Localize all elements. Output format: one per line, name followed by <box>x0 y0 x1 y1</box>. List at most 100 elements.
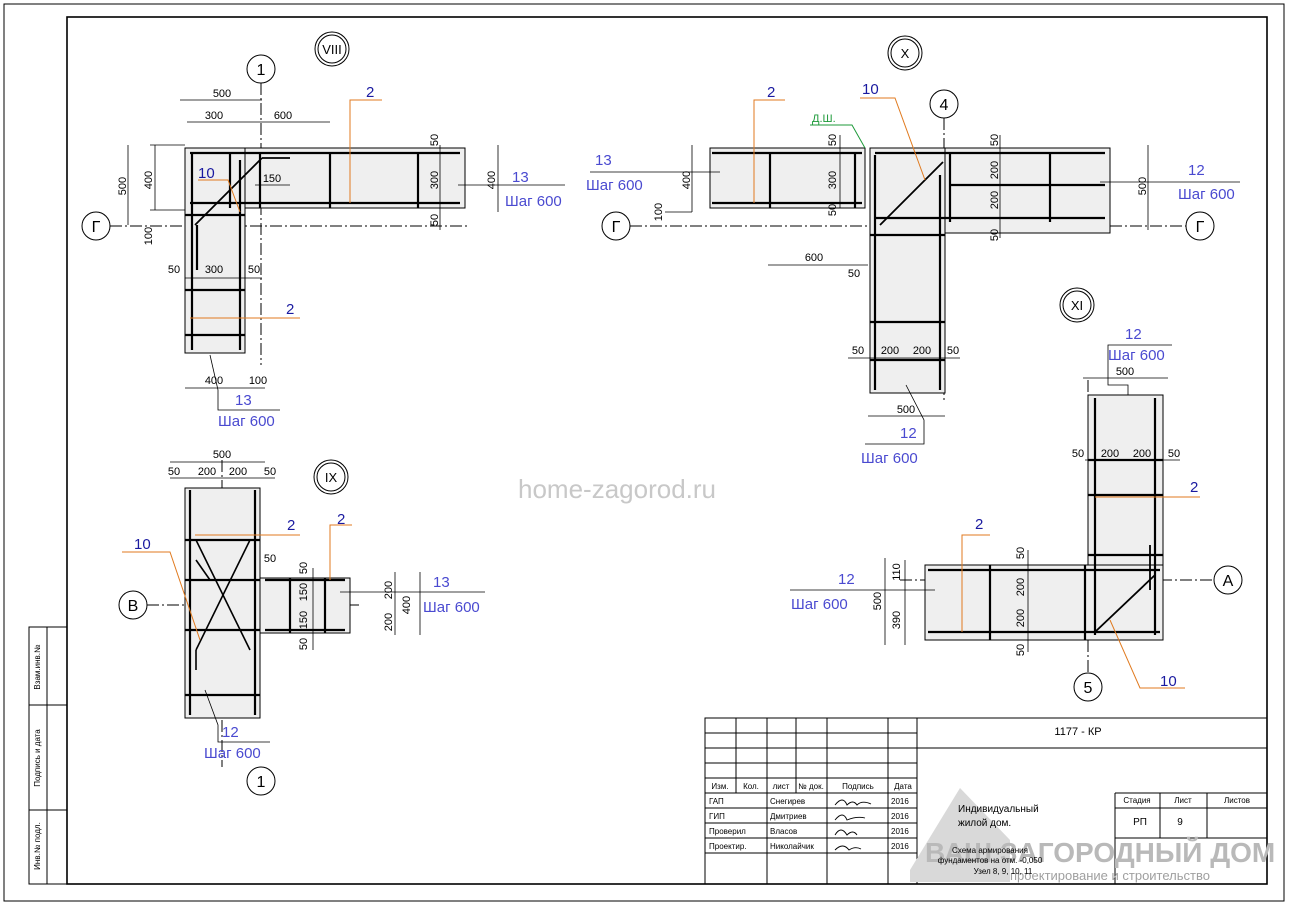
dim-viii-50a: 50 <box>168 264 180 276</box>
company-logo: ВАШ ЗАГОРОДНЫЙ ДОМ проектирование и стро… <box>910 788 1275 883</box>
list-value: 9 <box>1177 817 1183 828</box>
dim-viii-400-v: 400 <box>143 171 155 189</box>
dim-ix-150b: 150 <box>298 611 310 629</box>
row-name-2: Власов <box>770 827 797 836</box>
row-role-1: ГИП <box>709 812 725 821</box>
label-xi-10: 10 <box>1160 673 1177 690</box>
row-date-0: 2016 <box>891 797 909 806</box>
row-role-0: ГАП <box>709 797 724 806</box>
label-viii-13a: 13 <box>512 169 529 186</box>
axis-4: 4 <box>940 97 949 114</box>
dim-x-50c: 50 <box>848 268 860 280</box>
dim-xi-200a: 200 <box>1101 448 1119 460</box>
axis-v: В <box>128 598 139 615</box>
object-line-2: жилой дом. <box>958 818 1011 829</box>
node-xi-label: XI <box>1071 298 1083 313</box>
label-ix-13: 13 <box>433 574 450 591</box>
dim-x-50g: 50 <box>989 229 1001 241</box>
side-stamp <box>28 626 68 885</box>
dim-x-200a: 200 <box>881 345 899 357</box>
label-x-step-b: Шаг 600 <box>1178 186 1235 203</box>
label-ix-step-a: Шаг 600 <box>423 599 480 616</box>
dim-xi-50d: 50 <box>1015 644 1027 656</box>
dim-viii-300c: 300 <box>429 171 441 189</box>
row-role-3: Проектир. <box>709 842 747 851</box>
dim-x-300: 300 <box>827 171 839 189</box>
dim-ix-400: 400 <box>401 596 413 614</box>
label-viii-2b: 2 <box>286 301 294 318</box>
dim-viii-300b: 300 <box>205 264 223 276</box>
dim-x-50f: 50 <box>989 134 1001 146</box>
dim-ix-200b: 200 <box>229 466 247 478</box>
node-viii-label: VIII <box>322 42 342 57</box>
label-viii-2a: 2 <box>366 84 374 101</box>
label-x-2: 2 <box>767 84 775 101</box>
axis-g-x-left: Г <box>612 219 621 236</box>
node-viii: VIII 1 Г 500 300 <box>81 31 565 430</box>
label-ix-2a: 2 <box>287 517 295 534</box>
label-viii-10: 10 <box>198 165 215 182</box>
dim-x-200c: 200 <box>989 161 1001 179</box>
dim-xi-500b: 500 <box>872 592 884 610</box>
row-date-3: 2016 <box>891 842 909 851</box>
label-x-step-c: Шаг 600 <box>861 450 918 467</box>
dim-xi-200b: 200 <box>1133 448 1151 460</box>
dim-ix-50c: 50 <box>264 553 276 565</box>
col-data: Дата <box>894 782 912 791</box>
stage-header: Стадия <box>1123 796 1150 805</box>
dim-x-50d: 50 <box>852 345 864 357</box>
dim-viii-100-v: 100 <box>143 227 155 245</box>
logo-line-2: проектирование и строительство <box>1010 868 1210 883</box>
sheet-line-1: Схема армирования <box>952 846 1028 855</box>
watermark: home-zagorod.ru <box>518 474 716 504</box>
lists-header: Листов <box>1224 796 1250 805</box>
label-xi-12a: 12 <box>1125 326 1142 343</box>
dim-viii-50b: 50 <box>248 264 260 276</box>
dim-x-500b: 500 <box>1137 177 1149 195</box>
dim-xi-200d: 200 <box>1015 609 1027 627</box>
dim-viii-300: 300 <box>205 110 223 122</box>
dim-x-400: 400 <box>681 171 693 189</box>
dim-x-100: 100 <box>653 203 665 221</box>
col-kol: Кол. <box>743 782 759 791</box>
label-ix-2b: 2 <box>337 511 345 528</box>
project-code: 1177 - КР <box>1054 726 1101 738</box>
node-ix-label: IX <box>325 470 338 485</box>
dim-viii-150: 150 <box>263 173 281 185</box>
title-block <box>704 717 1268 885</box>
outer-border <box>3 3 1285 902</box>
dim-x-200d: 200 <box>989 191 1001 209</box>
col-list: лист <box>773 782 790 791</box>
sheet-line-2: фундаментов на отм. -0,050 <box>938 856 1043 865</box>
label-ix-step-b: Шаг 600 <box>204 745 261 762</box>
dim-viii-500: 500 <box>213 88 231 100</box>
dim-viii-400c: 400 <box>486 171 498 189</box>
label-xi-2a: 2 <box>1190 479 1198 496</box>
axis-1-top: 1 <box>257 62 266 79</box>
label-xi-step-a: Шаг 600 <box>1108 347 1165 364</box>
dim-ix-150a: 150 <box>298 583 310 601</box>
label-xi-2b: 2 <box>975 516 983 533</box>
dim-viii-100: 100 <box>249 375 267 387</box>
dim-xi-110: 110 <box>891 563 903 581</box>
axis-a: А <box>1223 573 1234 590</box>
col-izm: Изм. <box>711 782 728 791</box>
label-viii-step-b: Шаг 600 <box>218 413 275 430</box>
label-x-step-a: Шаг 600 <box>586 177 643 194</box>
col-podpis: Подпись <box>842 782 874 791</box>
dim-xi-50b: 50 <box>1168 448 1180 460</box>
dim-ix-200a: 200 <box>198 466 216 478</box>
dim-viii-500-v: 500 <box>117 177 129 195</box>
dim-ix-500: 500 <box>213 449 231 461</box>
dim-ix-200d: 200 <box>383 613 395 631</box>
col-doc: № док. <box>798 782 824 791</box>
dim-ix-50d: 50 <box>298 562 310 574</box>
dim-viii-50c: 50 <box>429 134 441 146</box>
dim-xi-200c: 200 <box>1015 578 1027 596</box>
dim-viii-600: 600 <box>274 110 292 122</box>
label-x-13: 13 <box>595 152 612 169</box>
logo-line-1: ВАШ ЗАГОРОДНЫЙ ДОМ <box>925 836 1275 868</box>
row-role-2: Проверил <box>709 827 746 836</box>
side-stamp-podpis: Подпись и дата <box>33 729 42 787</box>
